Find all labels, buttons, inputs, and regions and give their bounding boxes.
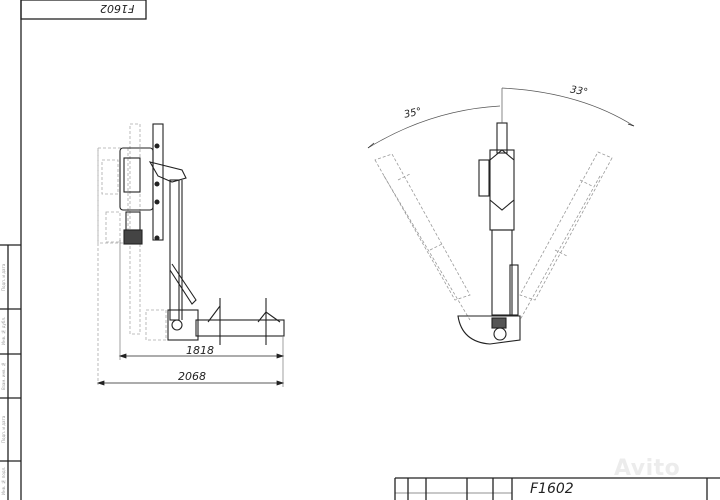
margin-cell: Подп. и дата — [1, 263, 6, 292]
front-view-left-tilt — [374, 153, 471, 321]
top-drawing-code: F1602 — [100, 2, 135, 15]
margin-cell: Инв. № дубл. — [1, 316, 6, 346]
dimension-2068: 2068 — [178, 370, 206, 383]
dimension-1818: 1818 — [186, 344, 214, 357]
side-view-dimensions — [96, 240, 285, 387]
watermark: Avito — [614, 456, 681, 481]
front-view-angle-arcs — [367, 87, 635, 149]
margin-cell: Инв. № подл. — [1, 466, 6, 496]
side-view-machine — [119, 123, 285, 345]
front-view-machine — [457, 122, 521, 345]
margin-cell: Взам. инв. № — [1, 362, 6, 390]
title-block-code: F1602 — [530, 481, 574, 497]
margin-cell: Подп. и дата — [1, 415, 6, 443]
front-view-right-tilt — [519, 151, 613, 321]
side-view — [96, 123, 285, 387]
front-view — [367, 87, 635, 345]
